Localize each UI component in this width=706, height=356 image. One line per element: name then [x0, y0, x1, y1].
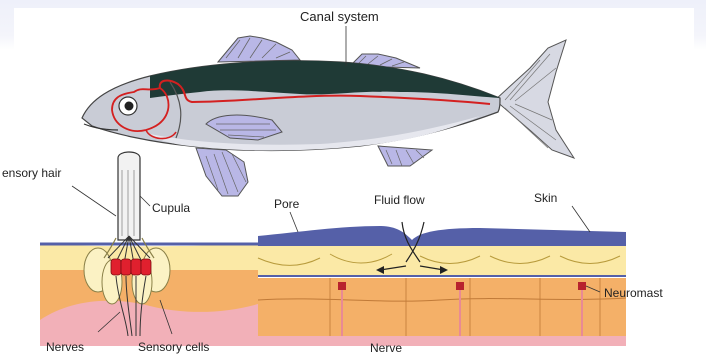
cupula	[118, 152, 140, 240]
canal-cross-section	[258, 206, 626, 346]
nerve-band	[258, 336, 626, 346]
label-neuromast: Neuromast	[604, 286, 663, 300]
pelvic-fin	[196, 148, 248, 196]
skin-layer	[258, 226, 626, 246]
label-nerve: Nerve	[370, 341, 402, 355]
label-fluid-flow: Fluid flow	[374, 193, 425, 207]
dermis-layer	[258, 278, 626, 336]
label-sensory-cells: Sensory cells	[138, 340, 209, 354]
caudal-fin	[495, 40, 574, 158]
label-canal-system: Canal system	[300, 9, 379, 24]
label-cupula: Cupula	[152, 201, 190, 215]
label-skin: Skin	[534, 191, 557, 205]
sensory-cells	[111, 259, 151, 275]
dorsal-fin	[218, 36, 300, 62]
label-sensory-hair: ensory hair	[2, 166, 61, 180]
anal-fin	[378, 146, 432, 166]
label-pore: Pore	[274, 197, 300, 211]
fish-illustration	[82, 36, 574, 196]
label-nerves: Nerves	[46, 340, 84, 354]
